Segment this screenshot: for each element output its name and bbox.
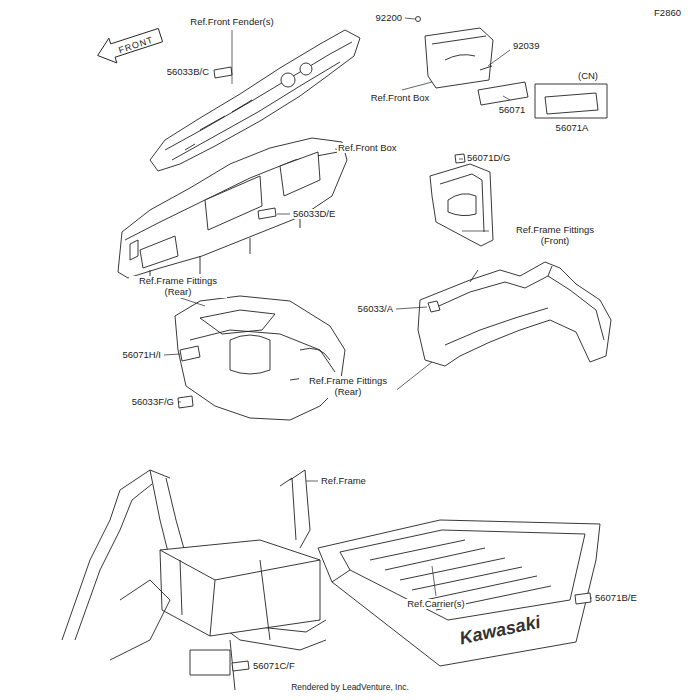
decal	[258, 208, 276, 219]
brand-mark: Kawasaki	[457, 611, 544, 649]
frame	[62, 470, 326, 690]
clip	[480, 66, 492, 70]
decal	[178, 396, 193, 408]
frame-fitting-front	[430, 164, 493, 246]
callout-number: 56033F/G	[131, 397, 175, 408]
callout-number: 56071C/F	[252, 661, 296, 672]
decal	[180, 346, 200, 361]
region-label: (CN)	[577, 71, 599, 82]
reference-label: Ref.Frame Fittings (Front)	[506, 225, 604, 247]
leader-lines	[164, 18, 592, 598]
decal	[214, 67, 232, 78]
front-box	[118, 138, 347, 282]
front-box-lid	[416, 17, 494, 89]
callout-number: 56071D/G	[466, 153, 511, 164]
reference-label: Ref.Front Fender(s)	[189, 17, 274, 28]
frame-fitting-rear-right	[418, 262, 611, 366]
reference-label: Ref.Front Box	[370, 93, 431, 104]
decal	[232, 661, 249, 671]
direction-label: FRONT	[116, 34, 155, 56]
decal	[545, 93, 598, 114]
reference-label: Ref.Carrier(s)	[406, 599, 466, 610]
reference-label: Ref.Frame Fittings (Rear)	[129, 276, 227, 298]
callout-number: 92200	[375, 13, 403, 24]
callout-number: 56071A	[555, 123, 590, 134]
decal	[478, 82, 528, 105]
callout-number: 56071H/I	[121, 350, 162, 361]
front-arrow	[94, 23, 165, 68]
credit-text: Rendered by LeadVenture, Inc.	[290, 683, 410, 693]
callout-number: 56033B/C	[166, 67, 210, 78]
reference-label: Ref.Frame Fittings (Rear)	[299, 376, 397, 398]
callout-number: 56033/A	[357, 304, 394, 315]
callout-number: 56071	[498, 105, 526, 116]
figure-number: F2860	[653, 8, 682, 19]
frame-fitting-rear-left	[175, 296, 345, 420]
callout-number: 92039	[512, 41, 540, 52]
carrier	[318, 520, 600, 666]
callout-number: 56033D/E	[292, 209, 336, 220]
reference-label: Ref.Front Box	[337, 143, 398, 154]
callout-number: 56071B/E	[594, 593, 638, 604]
region-bracket	[535, 84, 607, 118]
reference-label: Ref.Frame	[320, 476, 367, 487]
decal	[455, 154, 465, 163]
decal	[575, 593, 591, 604]
decal	[428, 301, 440, 312]
